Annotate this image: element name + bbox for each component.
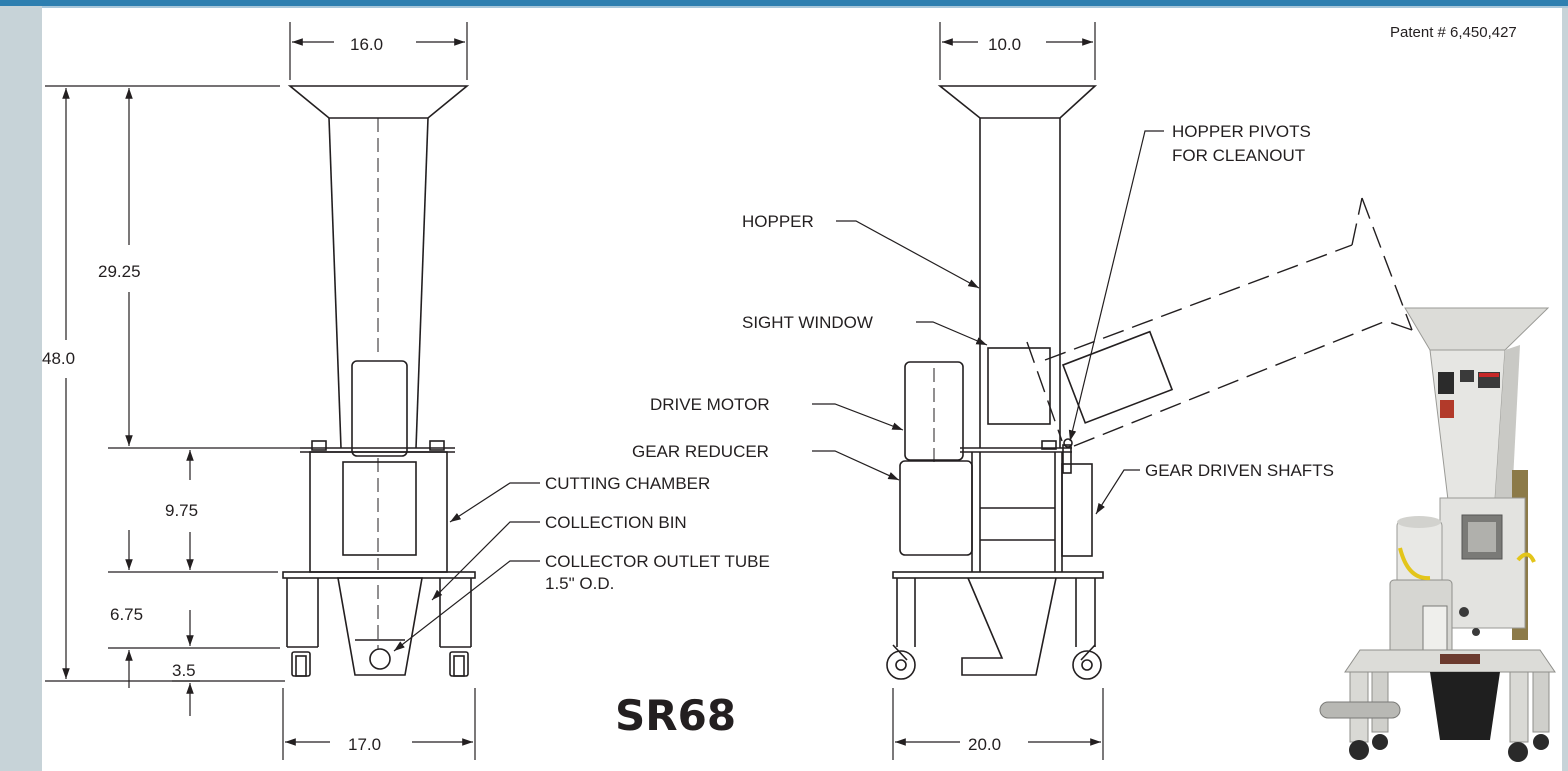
- dim-stand-height: 6.75: [110, 605, 143, 624]
- front-base-plate: [282, 571, 476, 579]
- side-caster-left: [886, 650, 916, 680]
- side-dimensions: [892, 22, 1104, 760]
- front-dimensions: [45, 22, 476, 760]
- dim-caster-height: 3.5: [172, 661, 196, 680]
- left-border-band: [0, 0, 42, 771]
- side-hopper: [937, 85, 1098, 119]
- front-callout-leaders: [393, 482, 540, 652]
- side-base-plate: [892, 571, 1104, 579]
- dim-hopper-height: 29.25: [98, 262, 141, 281]
- callout-hopper-pivots-cleanout: FOR CLEANOUT: [1172, 146, 1305, 165]
- pivoted-hopper-outline: [1026, 197, 1413, 447]
- callout-drive-motor: DRIVE MOTOR: [650, 395, 770, 414]
- side-callout-leaders: [812, 130, 1164, 515]
- side-view: [886, 85, 1104, 680]
- front-motor: [351, 360, 408, 457]
- callout-hopper: HOPPER: [742, 212, 814, 231]
- front-hopper: [287, 85, 470, 449]
- right-border-band: [1562, 0, 1568, 771]
- dim-front-hopper-width: 16.0: [350, 35, 383, 54]
- patent-number: Patent # 6,450,427: [1390, 24, 1517, 41]
- side-caster-right: [1072, 650, 1102, 680]
- callout-sight-window: SIGHT WINDOW: [742, 313, 873, 332]
- front-casters: [291, 651, 469, 677]
- dim-front-base-width: 17.0: [348, 735, 381, 754]
- front-gearbox: [342, 461, 417, 556]
- callout-gear-driven-shafts: GEAR DRIVEN SHAFTS: [1145, 461, 1334, 480]
- front-view: [282, 85, 476, 677]
- pivoted-sight-window: [1061, 330, 1174, 424]
- callout-collection-bin: COLLECTION BIN: [545, 513, 687, 532]
- dim-overall-height: 48.0: [42, 349, 75, 368]
- product-photo: [1319, 307, 1556, 762]
- top-border-band: [0, 0, 1568, 6]
- dim-chamber-height: 9.75: [165, 501, 198, 520]
- side-gear-shafts: [1061, 463, 1093, 557]
- front-flange: [300, 440, 455, 453]
- callout-hopper-pivots: HOPPER PIVOTS: [1172, 122, 1311, 141]
- model-title: SR68: [615, 691, 736, 740]
- callout-collector-outlet-size: 1.5" O.D.: [545, 574, 614, 593]
- callout-cutting-chamber: CUTTING CHAMBER: [545, 474, 710, 493]
- side-sight-window: [987, 347, 1051, 425]
- front-legs: [286, 578, 472, 648]
- side-gear-reducer: [899, 460, 973, 556]
- front-collection-bin: [337, 577, 423, 676]
- dim-side-hopper-width: 10.0: [988, 35, 1021, 54]
- callout-collector-outlet: COLLECTOR OUTLET TUBE: [545, 552, 770, 571]
- front-outlet-tube: [369, 648, 391, 670]
- callout-gear-reducer: GEAR REDUCER: [632, 442, 769, 461]
- dim-side-base-width: 20.0: [968, 735, 1001, 754]
- top-border-highlight: [42, 6, 1568, 8]
- side-collection-bin: [961, 577, 1057, 676]
